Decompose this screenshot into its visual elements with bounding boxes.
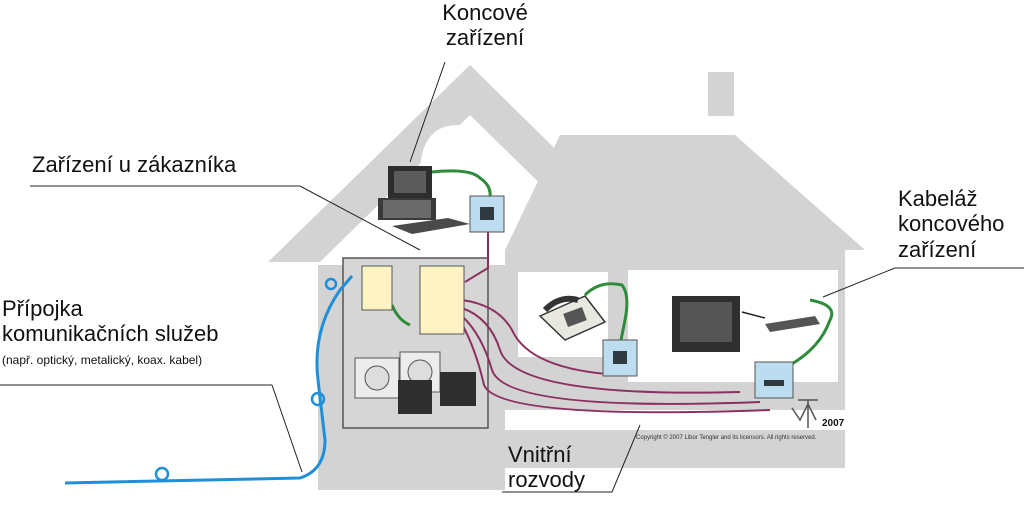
logo-year: 2007 [822,418,844,430]
wall-socket-icon [602,339,638,377]
cable-loop [324,277,338,291]
label-vnitrni-line2: rozvody [508,467,586,493]
wall-socket-icon [354,357,400,399]
internal-wiring [461,230,771,414]
pointer-lines [0,61,1024,493]
label-kabelaz-line2: koncového [898,211,1005,237]
wall-socket-icon [469,195,505,233]
label-vnitrni-line1: Vnitřní [508,442,572,467]
label-pripojka-note: (např. optický, metalický, koax. kabel) [2,353,203,368]
power-adapter-icon [440,372,476,406]
label-pripojka-line2: komunikačních služeb [2,321,219,347]
device-cables [390,169,834,379]
pointer-kabelaz [822,267,1024,298]
service-cable [64,275,354,485]
cable-loop [154,466,170,482]
telephone-icon [538,295,607,341]
wall-socket-icon [754,361,794,399]
floor-strip [505,410,845,430]
label-pripojka: Přípojka komunikačních služeb [2,296,218,347]
label-kabelaz-line1: Kabeláž [898,186,978,211]
set-top-box-icon [741,311,820,332]
label-vnitrni-rozvody: Vnitřní rozvody [508,442,585,493]
pointer-pripojka [271,384,303,473]
label-koncove-zarizeni: Koncové zařízení [415,0,555,51]
label-pripojka-note-text: (např. optický, metalický, koax. kabel) [2,353,203,367]
power-adapter-icon [398,380,432,414]
label-koncove-line1: Koncové [442,0,528,25]
copyright-notice: Copyright © 2007 Libor Tengler and its l… [636,435,816,441]
label-zarizeni-text: Zařízení u zákazníka [32,152,237,177]
modem-box [361,265,393,311]
pointer-vnitrni [502,424,641,493]
pointer-zarizeni [30,185,421,251]
label-pripojka-line1: Přípojka [2,296,83,321]
house [268,65,865,490]
label-kabelaz: Kabeláž koncového zařízení [898,186,1004,262]
tv-icon [672,296,740,352]
house-right-roof [505,135,865,250]
logo-year-text: 2007 [822,418,845,429]
logo-icon [791,399,818,428]
chimney [708,72,734,116]
cable-loop [310,391,326,407]
copyright-text: Copyright © 2007 Libor Tengler and its l… [636,435,817,441]
label-kabelaz-line3: zařízení [898,236,977,262]
pointer-koncove [409,61,446,163]
router-box [419,265,465,335]
computer-icon [378,166,470,234]
house-left-roof [268,65,670,262]
label-koncove-line2: zařízení [445,25,525,51]
label-zarizeni-u-zakaznika: Zařízení u zákazníka [32,152,236,177]
